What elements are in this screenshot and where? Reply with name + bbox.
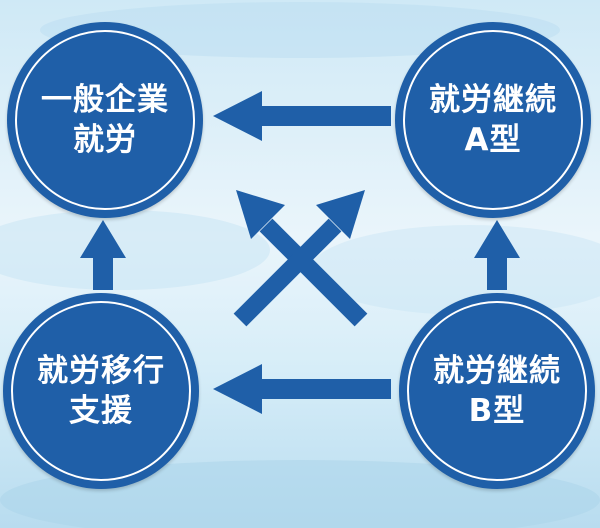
node-label: 一般企業 就労 [7, 22, 203, 218]
node-ring [403, 30, 583, 210]
arrow-transition-to-general [80, 220, 126, 290]
node-label-line1: 就労継続 [429, 82, 557, 118]
node-label: 就労移行 支援 [3, 293, 199, 489]
arrow-b-to-transition [213, 364, 391, 414]
node-ring [407, 301, 587, 481]
node-label-line1: 就労継続 [433, 353, 561, 389]
node-label-line1: 一般企業 [41, 82, 169, 118]
arrow-transition-to-a [233, 190, 365, 327]
arrow-b-to-a [474, 220, 520, 290]
node-label: 就労継続 B型 [399, 293, 595, 489]
arrow-b-to-general [236, 190, 368, 327]
node-label: 就労継続 A型 [395, 22, 591, 218]
node-continuous-support-b: 就労継続 B型 [399, 293, 595, 489]
node-continuous-support-a: 就労継続 A型 [395, 22, 591, 218]
arrow-a-to-general [213, 91, 391, 141]
node-general-employment: 一般企業 就労 [7, 22, 203, 218]
node-label-line2: 支援 [69, 393, 133, 429]
node-label-line2: 就労 [73, 122, 137, 158]
node-label-line2: A型 [464, 122, 522, 158]
node-label-line1: 就労移行 [37, 353, 165, 389]
node-transition-support: 就労移行 支援 [3, 293, 199, 489]
node-ring [15, 30, 195, 210]
node-ring [11, 301, 191, 481]
node-label-line2: B型 [468, 393, 526, 429]
